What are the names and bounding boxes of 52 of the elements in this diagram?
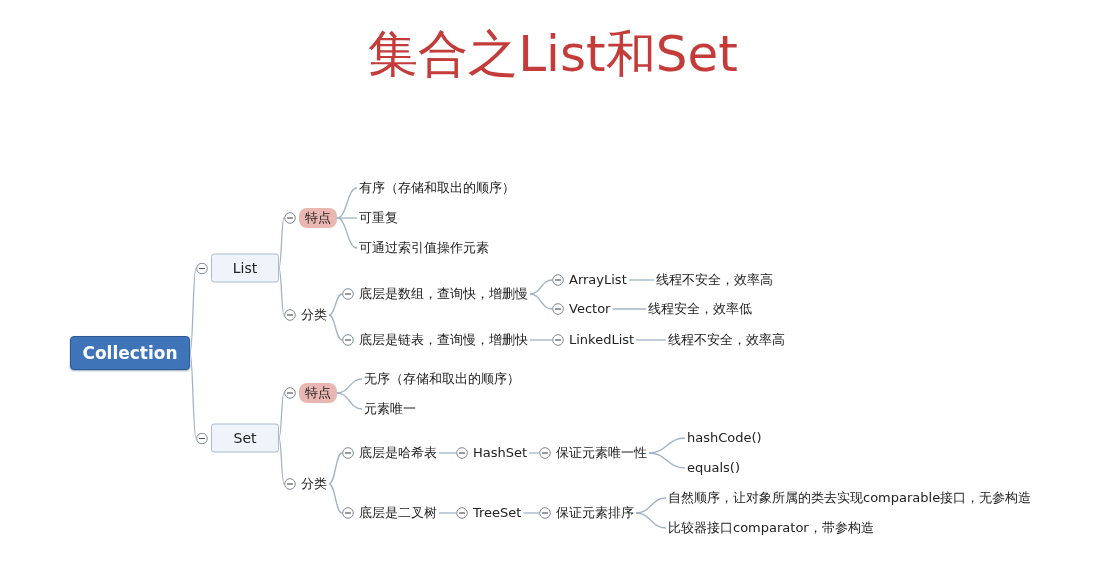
branch-box: List xyxy=(211,253,279,283)
connector-line xyxy=(529,293,553,310)
node-label: 分类 xyxy=(299,306,329,324)
connector-line xyxy=(438,512,457,514)
connector-line xyxy=(648,452,686,469)
connector-line xyxy=(328,452,343,485)
connector-line xyxy=(529,339,553,341)
connector-line xyxy=(529,279,553,295)
node-label: 底层是二叉树 xyxy=(357,504,439,522)
node-label: 底层是数组，查询快，增删慢 xyxy=(357,285,530,303)
branch-box: Set xyxy=(211,423,279,453)
root-box: Collection xyxy=(70,336,190,370)
connector-line xyxy=(278,437,285,485)
connector-line xyxy=(438,452,457,454)
connector-line xyxy=(635,497,667,514)
node-label: equals() xyxy=(685,459,742,477)
node-label: 底层是链表，查询慢，增删快 xyxy=(357,331,530,349)
connector-line xyxy=(189,352,197,439)
tag-pill: 特点 xyxy=(299,208,337,228)
node-label: 元素唯一 xyxy=(362,400,418,418)
connector-line xyxy=(328,314,343,341)
connector-line xyxy=(336,378,363,394)
connector-line xyxy=(328,483,343,514)
connector-line xyxy=(522,512,540,514)
title: 集合之List和Set xyxy=(367,24,739,85)
connector-line xyxy=(189,267,197,354)
connector-line xyxy=(628,279,655,281)
node-label: 可重复 xyxy=(357,209,400,227)
node-label: 保证元素排序 xyxy=(554,504,636,522)
node-label: 线程不安全，效率高 xyxy=(654,271,775,289)
connector-line xyxy=(635,339,667,341)
node-label: 分类 xyxy=(299,475,329,493)
node-label: 底层是哈希表 xyxy=(357,444,439,462)
connector-line xyxy=(336,392,363,410)
tag-pill: 特点 xyxy=(299,383,337,403)
connector-line xyxy=(278,267,285,316)
node-label: 比较器接口comparator，带参构造 xyxy=(666,519,876,537)
node-label: 保证元素唯一性 xyxy=(554,444,649,462)
node-label: 线程不安全，效率高 xyxy=(666,331,787,349)
node-label: 可通过索引值操作元素 xyxy=(357,239,491,257)
node-label: ArrayList xyxy=(567,271,629,289)
connector-line xyxy=(336,187,358,219)
connector-line xyxy=(328,293,343,316)
connector-line xyxy=(336,217,358,249)
connector-line xyxy=(528,452,540,454)
connector-line xyxy=(648,437,686,454)
connector-line xyxy=(278,392,285,439)
connector-line xyxy=(635,512,667,529)
node-label: 线程安全，效率低 xyxy=(646,300,754,318)
node-label: 自然顺序，让对象所属的类去实现comparable接口，无参构造 xyxy=(666,489,1034,507)
connector-line xyxy=(611,308,647,310)
connector-line xyxy=(278,217,285,269)
